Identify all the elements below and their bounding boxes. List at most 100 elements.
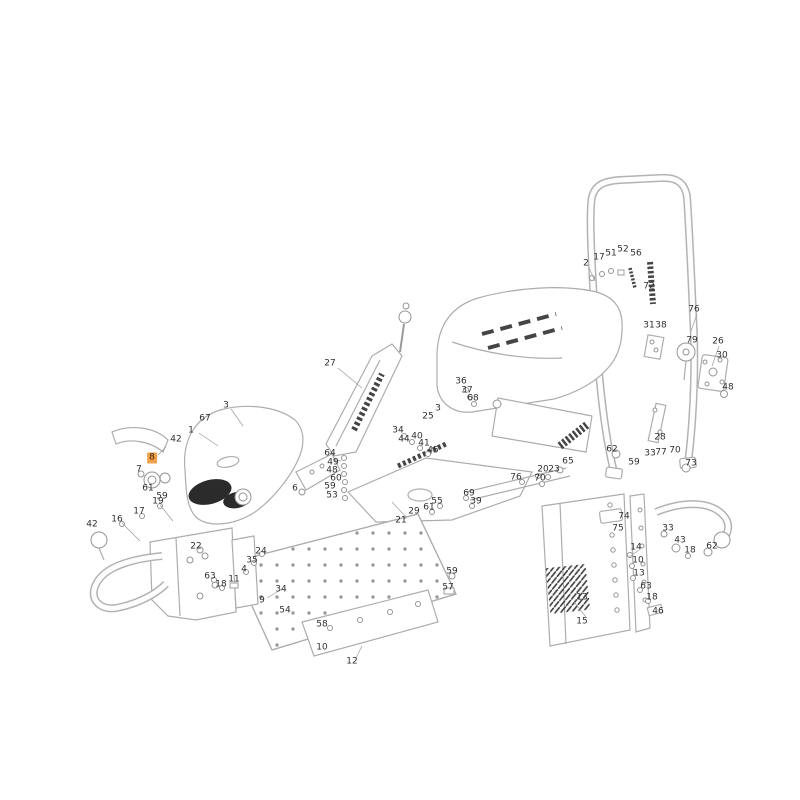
- callout-13[interactable]: 13: [576, 592, 588, 603]
- callout-46[interactable]: 46: [652, 606, 664, 617]
- center-frame-plate: [346, 457, 533, 523]
- callout-65[interactable]: 65: [562, 456, 574, 467]
- callout-8[interactable]: 8: [147, 452, 157, 464]
- callout-39[interactable]: 39: [470, 496, 482, 507]
- callout-45[interactable]: 45: [427, 445, 439, 456]
- callout-37[interactable]: 37: [461, 385, 473, 396]
- callout-69[interactable]: 69: [463, 488, 475, 499]
- floor-panel: [231, 513, 457, 651]
- callout-59[interactable]: 59: [446, 566, 458, 577]
- callout-36[interactable]: 36: [455, 376, 467, 387]
- callout-29[interactable]: 29: [408, 506, 420, 517]
- front-cowl: [183, 405, 304, 525]
- callout-56[interactable]: 56: [630, 248, 642, 259]
- callout-55[interactable]: 55: [431, 496, 443, 507]
- lower-plate: [301, 589, 439, 657]
- callout-72[interactable]: 72: [643, 281, 655, 292]
- seat-subframe: [396, 397, 593, 501]
- callout-15[interactable]: 15: [576, 616, 588, 627]
- callout-11[interactable]: 11: [228, 574, 240, 585]
- callout-33[interactable]: 33: [662, 523, 674, 534]
- callout-75[interactable]: 75: [612, 523, 624, 534]
- callout-27[interactable]: 27: [324, 358, 336, 369]
- callout-70[interactable]: 70: [534, 473, 546, 484]
- hardware-top-right: [589, 261, 729, 444]
- callout-48[interactable]: 48: [326, 465, 338, 476]
- left-frame: [149, 453, 341, 621]
- callout-49[interactable]: 49: [327, 457, 339, 468]
- callout-63[interactable]: 63: [640, 581, 652, 592]
- callout-57[interactable]: 57: [442, 582, 454, 593]
- callout-70[interactable]: 70: [669, 445, 681, 456]
- callout-51[interactable]: 51: [605, 248, 617, 259]
- callout-18[interactable]: 18: [646, 592, 658, 603]
- callout-10[interactable]: 10: [316, 642, 328, 653]
- callout-40[interactable]: 40: [411, 431, 423, 442]
- callout-38[interactable]: 38: [655, 320, 667, 331]
- callout-7[interactable]: 7: [136, 464, 142, 475]
- callout-79[interactable]: 79: [686, 335, 698, 346]
- callout-59[interactable]: 59: [156, 491, 168, 502]
- callout-3[interactable]: 3: [435, 403, 441, 414]
- callout-22[interactable]: 22: [190, 541, 202, 552]
- callout-33[interactable]: 33: [644, 448, 656, 459]
- callout-2[interactable]: 2: [583, 258, 589, 269]
- callout-21[interactable]: 21: [395, 515, 407, 526]
- callout-23[interactable]: 23: [548, 464, 560, 475]
- callout-48[interactable]: 48: [722, 382, 734, 393]
- callout-12[interactable]: 12: [346, 656, 358, 667]
- callout-20[interactable]: 20: [537, 464, 549, 475]
- callout-10[interactable]: 10: [632, 555, 644, 566]
- callout-4[interactable]: 4: [241, 564, 247, 575]
- callout-16[interactable]: 16: [111, 514, 123, 525]
- hood: [436, 287, 623, 413]
- callout-63[interactable]: 63: [204, 571, 216, 582]
- callout-9[interactable]: 9: [259, 595, 265, 606]
- callout-60[interactable]: 60: [330, 473, 342, 484]
- callout-59[interactable]: 59: [628, 457, 640, 468]
- callout-64[interactable]: 64: [324, 448, 336, 459]
- callout-26[interactable]: 26: [712, 336, 724, 347]
- callout-28[interactable]: 28: [654, 432, 666, 443]
- callout-17[interactable]: 17: [133, 506, 145, 517]
- callout-53[interactable]: 53: [326, 490, 338, 501]
- callout-77[interactable]: 77: [655, 447, 667, 458]
- callout-54[interactable]: 54: [279, 605, 291, 616]
- callout-17[interactable]: 17: [593, 252, 605, 263]
- callout-35[interactable]: 35: [246, 555, 258, 566]
- callout-6[interactable]: 6: [292, 483, 298, 494]
- callout-31[interactable]: 31: [643, 320, 655, 331]
- callout-58[interactable]: 58: [316, 619, 328, 630]
- callout-74[interactable]: 74: [618, 511, 630, 522]
- callout-34[interactable]: 34: [392, 425, 404, 436]
- callout-62[interactable]: 62: [606, 444, 618, 455]
- callout-44[interactable]: 44: [398, 434, 410, 445]
- callout-13[interactable]: 13: [633, 568, 645, 579]
- callout-61[interactable]: 61: [142, 483, 154, 494]
- callout-76[interactable]: 76: [510, 472, 522, 483]
- callout-67[interactable]: 67: [199, 413, 211, 424]
- callout-59[interactable]: 59: [324, 481, 336, 492]
- callout-61[interactable]: 61: [423, 502, 435, 513]
- callout-25[interactable]: 25: [422, 411, 434, 422]
- callout-1[interactable]: 1: [188, 425, 194, 436]
- callout-43[interactable]: 43: [674, 535, 686, 546]
- callout-73[interactable]: 73: [685, 458, 697, 469]
- callout-3[interactable]: 3: [223, 400, 229, 411]
- callout-24[interactable]: 24: [255, 546, 267, 557]
- callout-68[interactable]: 68: [467, 393, 479, 404]
- callout-30[interactable]: 30: [716, 350, 728, 361]
- callout-62[interactable]: 62: [706, 541, 718, 552]
- callout-18[interactable]: 18: [684, 545, 696, 556]
- callout-14[interactable]: 14: [630, 542, 642, 553]
- callout-42[interactable]: 42: [86, 519, 98, 530]
- callout-19[interactable]: 19: [152, 496, 164, 507]
- callout-52[interactable]: 52: [617, 244, 629, 255]
- callout-18[interactable]: 18: [215, 579, 227, 590]
- callout-34[interactable]: 34: [275, 584, 287, 595]
- callout-42[interactable]: 42: [170, 434, 182, 445]
- callout-76[interactable]: 76: [688, 304, 700, 315]
- callout-41[interactable]: 41: [418, 438, 430, 449]
